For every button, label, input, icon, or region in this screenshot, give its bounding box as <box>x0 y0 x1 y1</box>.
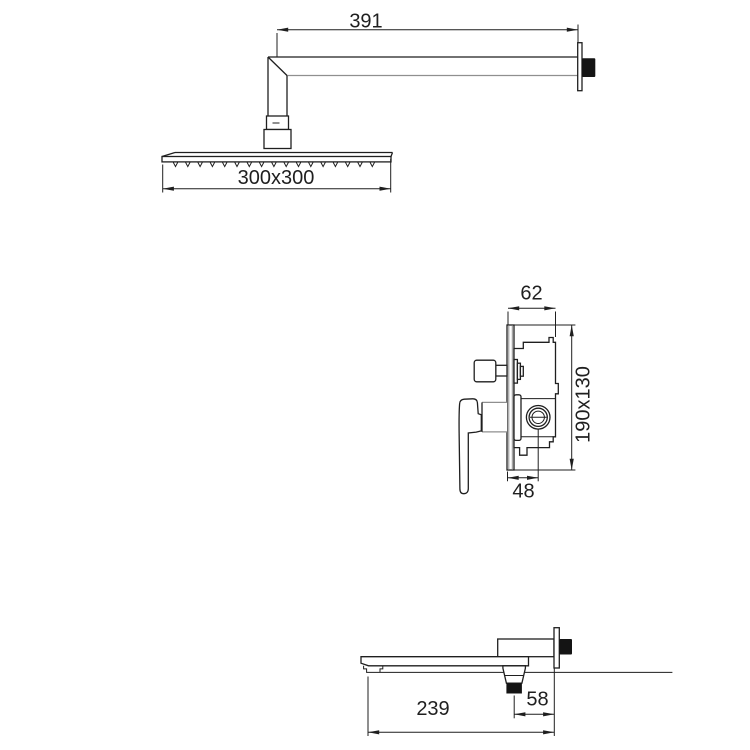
valve-outlet-mid <box>528 407 548 428</box>
mixer-valve: 62 190x130 48 <box>458 283 595 503</box>
dim-spout-outlet-label: 58 <box>526 689 548 711</box>
bath-spout: 58 239 <box>360 627 673 736</box>
shower-head-left-slant <box>161 151 176 158</box>
valve-lever-handle <box>458 398 482 495</box>
spout-outlet-fitting <box>506 683 522 694</box>
spout-tube <box>360 656 530 667</box>
diverter-rosette-step3 <box>519 365 524 377</box>
dim-arm-length-label: 391 <box>349 11 382 33</box>
diverter-stem <box>495 364 508 377</box>
spray-nozzles <box>172 162 375 168</box>
spout-aerator <box>363 665 673 673</box>
arm-wall-flange <box>577 42 583 92</box>
head-connector-cylinder <box>263 128 292 150</box>
valve-plate-shading <box>508 326 513 469</box>
handle-rosette <box>513 394 522 442</box>
spout-outlet-taper <box>502 665 527 684</box>
shower-head-right-slant <box>390 152 394 157</box>
dim-valve-depth-label: 62 <box>520 283 542 305</box>
dim-plate-size-label: 190x130 <box>573 366 595 443</box>
valve-wall-plate <box>506 324 515 471</box>
shower-head-body <box>161 155 392 163</box>
shower-head-assembly: 391 300x300 <box>161 11 596 193</box>
handle-boss-fill <box>482 402 507 432</box>
arm-bend-diagonal <box>267 56 288 76</box>
spout-wall-block <box>497 638 555 658</box>
spout-wall-fitting <box>559 639 572 655</box>
spout-wall-flange <box>553 627 560 669</box>
dim-spout-length-label: 239 <box>416 698 449 720</box>
arm-wall-fitting <box>582 58 596 77</box>
dim-head-size-label: 300x300 <box>238 167 315 189</box>
handle-boss-edges <box>482 401 507 433</box>
dim-valve-outlet-label: 48 <box>512 481 534 503</box>
diverter-knob <box>473 359 497 383</box>
